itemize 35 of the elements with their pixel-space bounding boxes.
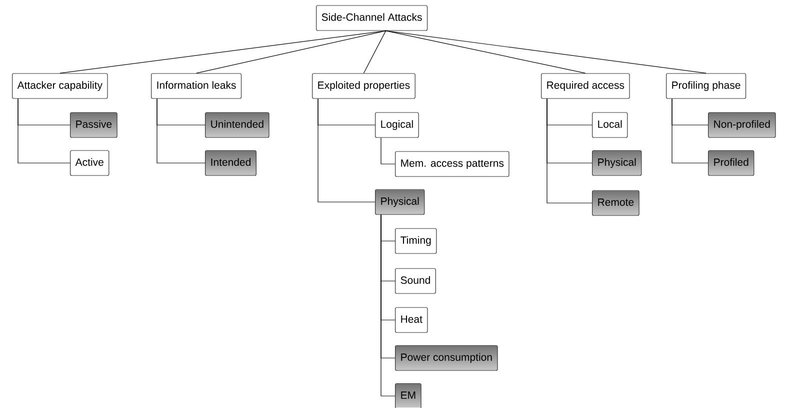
category-box: Attacker capability (12, 73, 108, 99)
tree-line (386, 30, 586, 74)
shaded-box: Passive (70, 112, 118, 138)
tree-line (386, 30, 706, 74)
tree-line (18, 98, 70, 164)
shaded-box: Physical (592, 150, 642, 176)
tree-line (318, 98, 376, 202)
shaded-box: Physical (375, 189, 425, 215)
category-box: Timing (395, 228, 437, 254)
category-box: Profiling phase (666, 73, 746, 99)
category-box: Local (592, 112, 628, 138)
root-box: Side-Channel Attacks (316, 5, 428, 31)
category-box: Required access (541, 73, 630, 99)
tree-line (363, 30, 386, 74)
shaded-box: Intended (205, 150, 256, 176)
tree-line (672, 98, 708, 164)
category-box: Sound (395, 268, 436, 294)
category-box: Active (70, 150, 110, 176)
shaded-box: Power consumption (395, 345, 498, 371)
tree-line (196, 30, 386, 74)
category-box: Logical (375, 112, 419, 138)
shaded-box: Unintended (205, 112, 270, 138)
tree-line (156, 98, 206, 164)
tree-line (60, 30, 386, 74)
category-box: Mem. access patterns (395, 151, 510, 177)
category-box: Exploited properties (312, 73, 416, 99)
tree-line (380, 138, 396, 164)
shaded-box: Profiled (708, 150, 754, 176)
tree-line (380, 214, 396, 396)
category-box: Heat (395, 307, 428, 333)
shaded-box: Non-profiled (708, 112, 776, 138)
shaded-box: EM (395, 383, 422, 408)
shaded-box: Remote (592, 190, 640, 216)
category-box: Information leaks (151, 73, 242, 99)
tree-line (546, 98, 592, 204)
